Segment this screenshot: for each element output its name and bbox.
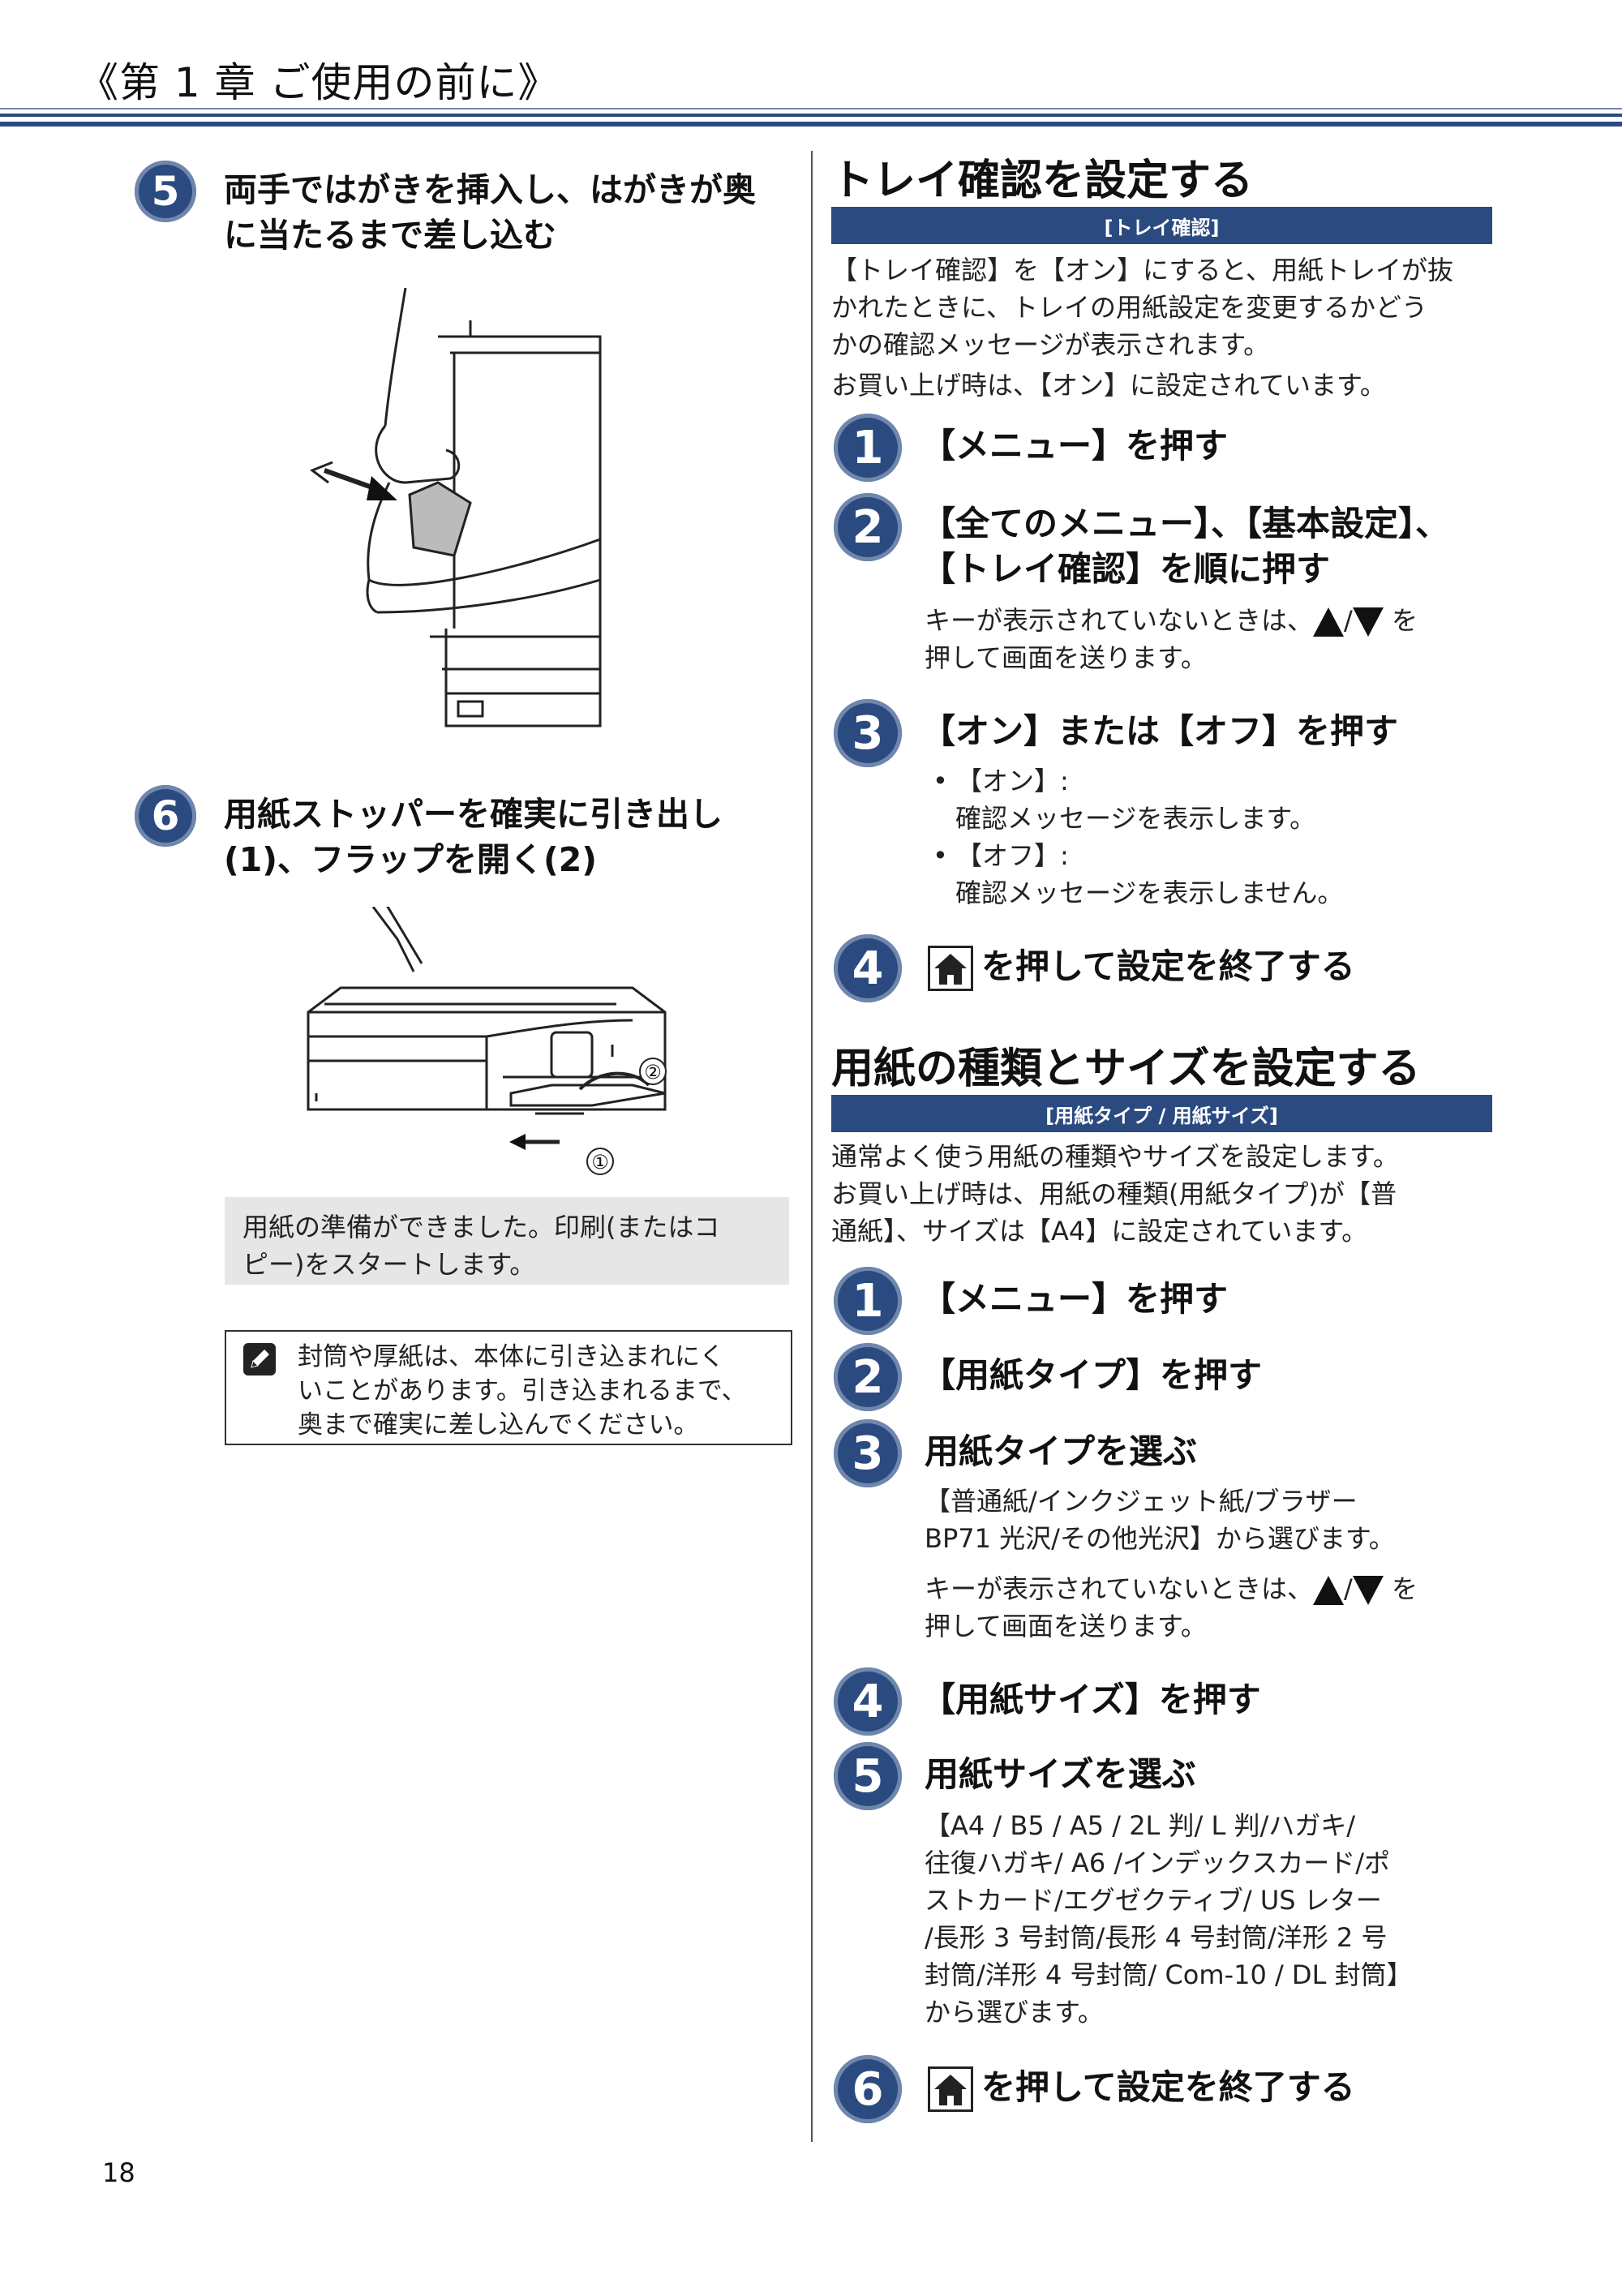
step-badge: 5 bbox=[834, 1742, 902, 1810]
step-badge: 5 bbox=[135, 161, 196, 222]
postcard-insertion-illustration bbox=[309, 288, 602, 727]
step-hint: キーが表示されていないときは、/ を 押して画面を送ります。 bbox=[925, 605, 1418, 673]
callout-2: ② bbox=[644, 1061, 662, 1084]
note-pencil-icon bbox=[243, 1343, 276, 1375]
step-hint: キーが表示されていないときは、/ を 押して画面を送ります。 bbox=[925, 1573, 1418, 1642]
step-badge: 4 bbox=[834, 1667, 902, 1736]
menu-path-bar: [トレイ確認] bbox=[831, 207, 1492, 244]
step-title: 【用紙サイズ】を押す bbox=[921, 1680, 1261, 1719]
section-intro: 【トレイ確認】を【オン】にすると、用紙トレイが抜 かれたときに、トレイの用紙設定… bbox=[831, 255, 1454, 401]
step-description: 【A4 / B5 / A5 / 2L 判/ L 判/ハガキ/ 往復ハガキ/ A6… bbox=[925, 1810, 1413, 2028]
header-rule-thick bbox=[0, 122, 1622, 127]
step-badge: 2 bbox=[834, 493, 902, 561]
result-message-box: 用紙の準備ができました。印刷(またはコ ピー)をスタートします。 bbox=[225, 1197, 789, 1285]
callout-1: ① bbox=[591, 1151, 609, 1174]
header-rule-thin bbox=[0, 108, 1622, 109]
step-description: 【普通紙/インクジェット紙/ブラザー BP71 光沢/その他光沢】から選びます。 bbox=[925, 1486, 1395, 1554]
step-title: 【オン】または【オフ】を押す bbox=[921, 711, 1399, 751]
step-title: 両手ではがきを挿入し、はがきが奥 に当たるまで差し込む bbox=[224, 170, 756, 255]
home-icon bbox=[928, 2066, 973, 2112]
list-item: • 【オフ】: bbox=[933, 840, 1069, 871]
home-icon bbox=[928, 946, 973, 991]
step-badge: 2 bbox=[834, 1343, 902, 1411]
step-title: 用紙ストッパーを確実に引き出し (1)、フラップを開く(2) bbox=[224, 795, 723, 879]
step-badge: 1 bbox=[834, 1267, 902, 1335]
step-badge: 4 bbox=[834, 934, 902, 1002]
step-badge: 3 bbox=[834, 1419, 902, 1487]
step-title: 用紙サイズを選ぶ bbox=[925, 1754, 1196, 1794]
step-badge: 1 bbox=[834, 414, 902, 482]
option-list: • 【オン】: 確認メッセージを表示します。 • 【オフ】: 確認メッセージを表… bbox=[933, 762, 1500, 912]
down-arrow-icon bbox=[1352, 607, 1384, 637]
step-title: 【メニュー】を押す bbox=[921, 426, 1229, 466]
step-badge: 6 bbox=[834, 2055, 902, 2123]
section-title-paper: 用紙の種類とサイズを設定する bbox=[831, 1045, 1421, 1093]
section-title-tray: トレイ確認を設定する bbox=[831, 157, 1254, 205]
step-badge: 3 bbox=[834, 699, 902, 767]
column-divider bbox=[811, 151, 813, 2142]
step-badge: 6 bbox=[135, 785, 196, 847]
note-box: 封筒や厚紙は、本体に引き込まれにく いことがあります。引き込まれるまで、 奥まで… bbox=[225, 1330, 792, 1445]
header-rule bbox=[0, 114, 1622, 117]
printer-stopper-illustration: ② ① bbox=[307, 907, 667, 1175]
step-title: 用紙タイプを選ぶ bbox=[925, 1431, 1198, 1471]
step-title: を押して設定を終了する bbox=[981, 2067, 1355, 2107]
list-item: • 【オン】: bbox=[933, 766, 1069, 796]
step-title: 【全てのメニュー】、【基本設定】、 【トレイ確認】を順に押す bbox=[921, 504, 1450, 589]
step-title: 【メニュー】を押す bbox=[921, 1279, 1229, 1319]
up-arrow-icon bbox=[1313, 607, 1345, 637]
up-arrow-icon bbox=[1313, 1576, 1345, 1605]
section-intro: 通常よく使う用紙の種類やサイズを設定します。 お買い上げ時は、用紙の種類(用紙タ… bbox=[831, 1141, 1399, 1247]
step-title: を押して設定を終了する bbox=[981, 946, 1355, 986]
step-title: 【用紙タイプ】を押す bbox=[921, 1355, 1263, 1395]
chapter-title: 《第 1 章 ご使用の前に》 bbox=[78, 59, 560, 106]
down-arrow-icon bbox=[1352, 1576, 1384, 1605]
menu-path-bar: [用紙タイプ / 用紙サイズ] bbox=[831, 1095, 1492, 1132]
page-number: 18 bbox=[102, 2157, 135, 2188]
